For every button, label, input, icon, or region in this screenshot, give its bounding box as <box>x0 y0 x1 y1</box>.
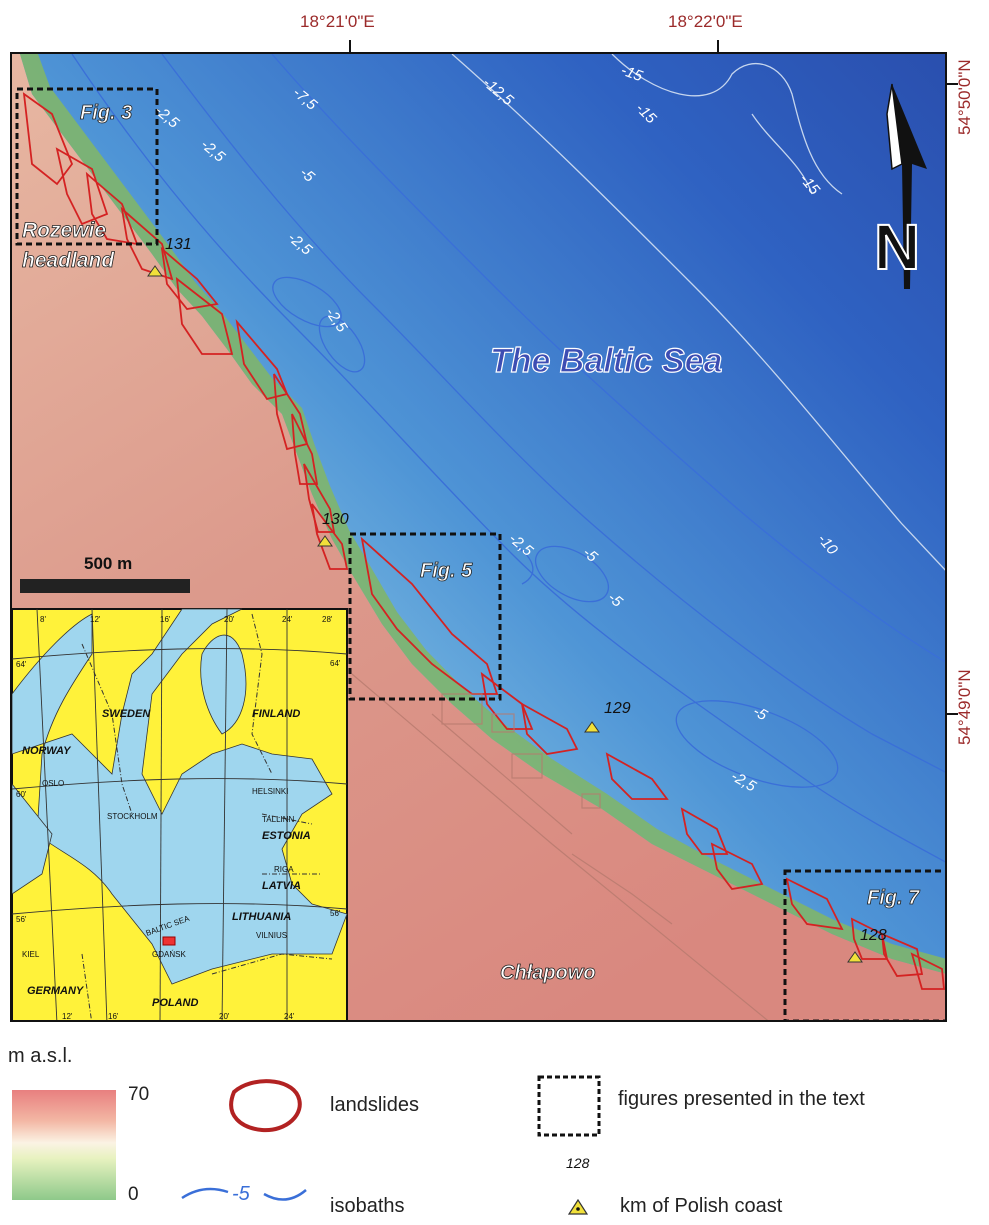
svg-text:-15: -15 <box>619 62 646 86</box>
legend-landslides-label: landslides <box>330 1094 419 1116</box>
svg-text:NORWAY: NORWAY <box>22 745 72 757</box>
svg-text:SWEDEN: SWEDEN <box>102 708 151 720</box>
svg-text:64': 64' <box>16 660 27 669</box>
svg-text:POLAND: POLAND <box>152 997 199 1009</box>
svg-text:20': 20' <box>224 615 235 624</box>
fig-5-label: Fig. 5 <box>420 560 473 582</box>
km-markers: 131 130 129 128 <box>147 236 887 963</box>
land-features <box>351 673 769 1020</box>
study-area-marker <box>162 936 176 946</box>
elevation-color-ramp <box>12 1090 116 1200</box>
fig-3-label: Fig. 3 <box>80 102 132 124</box>
svg-text:KIEL: KIEL <box>22 950 40 959</box>
km-marker-130 <box>317 535 333 547</box>
svg-text:TALLINN: TALLINN <box>262 815 295 824</box>
headland-label-2: headland <box>22 249 115 272</box>
svg-text:OSLO: OSLO <box>42 779 64 788</box>
map-canvas: Fig. 3 Fig. 5 Fig. 7 Rozewie headland Th… <box>12 54 945 1021</box>
longitude-label-1: 18°21'0"E <box>300 12 375 31</box>
svg-text:12': 12' <box>62 1012 73 1021</box>
longitude-label-2: 18°22'0"E <box>668 12 743 31</box>
legend-max-value: 70 <box>128 1084 150 1105</box>
km-label-130: 130 <box>322 511 349 528</box>
svg-text:56': 56' <box>330 909 341 918</box>
north-arrow-icon: N <box>873 83 927 289</box>
svg-text:VILNIUS: VILNIUS <box>256 931 287 940</box>
svg-text:STOCKHOLM: STOCKHOLM <box>107 812 158 821</box>
fig-5-box <box>348 532 502 701</box>
svg-text:64': 64' <box>330 659 341 668</box>
isobath-lines <box>71 54 945 863</box>
svg-text:60': 60' <box>16 790 27 799</box>
svg-text:N: N <box>874 211 920 283</box>
fig-7-box <box>783 869 945 1020</box>
isobath-symbol-icon: -5 <box>181 1183 307 1205</box>
km-label-129: 129 <box>604 700 631 717</box>
svg-text:28': 28' <box>322 615 333 624</box>
figure-box-symbol-icon <box>537 1075 601 1137</box>
sea-label: The Baltic Sea <box>490 342 722 380</box>
fig-3-box <box>15 87 159 246</box>
svg-text:LATVIA: LATVIA <box>262 880 301 892</box>
km-marker-128 <box>847 951 863 963</box>
svg-text:16': 16' <box>160 615 171 624</box>
deep-isobath-lines <box>451 54 945 571</box>
svg-text:16': 16' <box>108 1012 119 1021</box>
svg-text:24': 24' <box>284 1012 295 1021</box>
svg-text:GERMANY: GERMANY <box>27 985 85 997</box>
town-label: Chłapowo <box>500 962 596 984</box>
svg-text:GDAŃSK: GDAŃSK <box>152 950 186 959</box>
km-label-131: 131 <box>165 236 192 253</box>
km-marker-symbol-icon: 128 <box>566 1155 590 1215</box>
isobath-sample-label: -5 <box>232 1183 251 1205</box>
map-frame: Fig. 3 Fig. 5 Fig. 7 Rozewie headland Th… <box>10 52 947 1022</box>
km-sample-label: 128 <box>566 1155 590 1171</box>
svg-text:RIGA: RIGA <box>274 865 294 874</box>
km-marker-131 <box>147 265 163 277</box>
scale-label: 500 m <box>84 554 132 573</box>
svg-text:12': 12' <box>90 615 101 624</box>
legend-isobaths-label: isobaths <box>330 1195 405 1217</box>
legend-title: m a.s.l. <box>8 1045 73 1067</box>
svg-text:HELSINKI: HELSINKI <box>252 787 288 796</box>
legend-min-value: 0 <box>128 1184 139 1205</box>
svg-text:24': 24' <box>282 615 293 624</box>
landslide-symbol-icon <box>229 1079 302 1133</box>
headland-label-1: Rozewie <box>22 219 106 242</box>
fig-7-label: Fig. 7 <box>867 887 920 909</box>
km-marker-129 <box>584 721 600 733</box>
svg-text:ESTONIA: ESTONIA <box>262 830 311 842</box>
scale-bar: 500 m <box>20 554 190 593</box>
figure-boxes <box>15 87 945 1020</box>
svg-text:8': 8' <box>40 615 46 624</box>
landslide-outlines <box>22 92 945 990</box>
inset-map: SWEDEN FINLAND NORWAY ESTONIA LATVIA LIT… <box>12 608 348 1021</box>
svg-text:FINLAND: FINLAND <box>252 708 300 720</box>
legend-figures-label: figures presented in the text <box>618 1088 865 1110</box>
km-label-128: 128 <box>860 927 887 944</box>
legend-km-label: km of Polish coast <box>620 1195 783 1217</box>
svg-text:56': 56' <box>16 915 27 924</box>
svg-text:LITHUANIA: LITHUANIA <box>232 911 291 923</box>
svg-text:20': 20' <box>219 1012 230 1021</box>
